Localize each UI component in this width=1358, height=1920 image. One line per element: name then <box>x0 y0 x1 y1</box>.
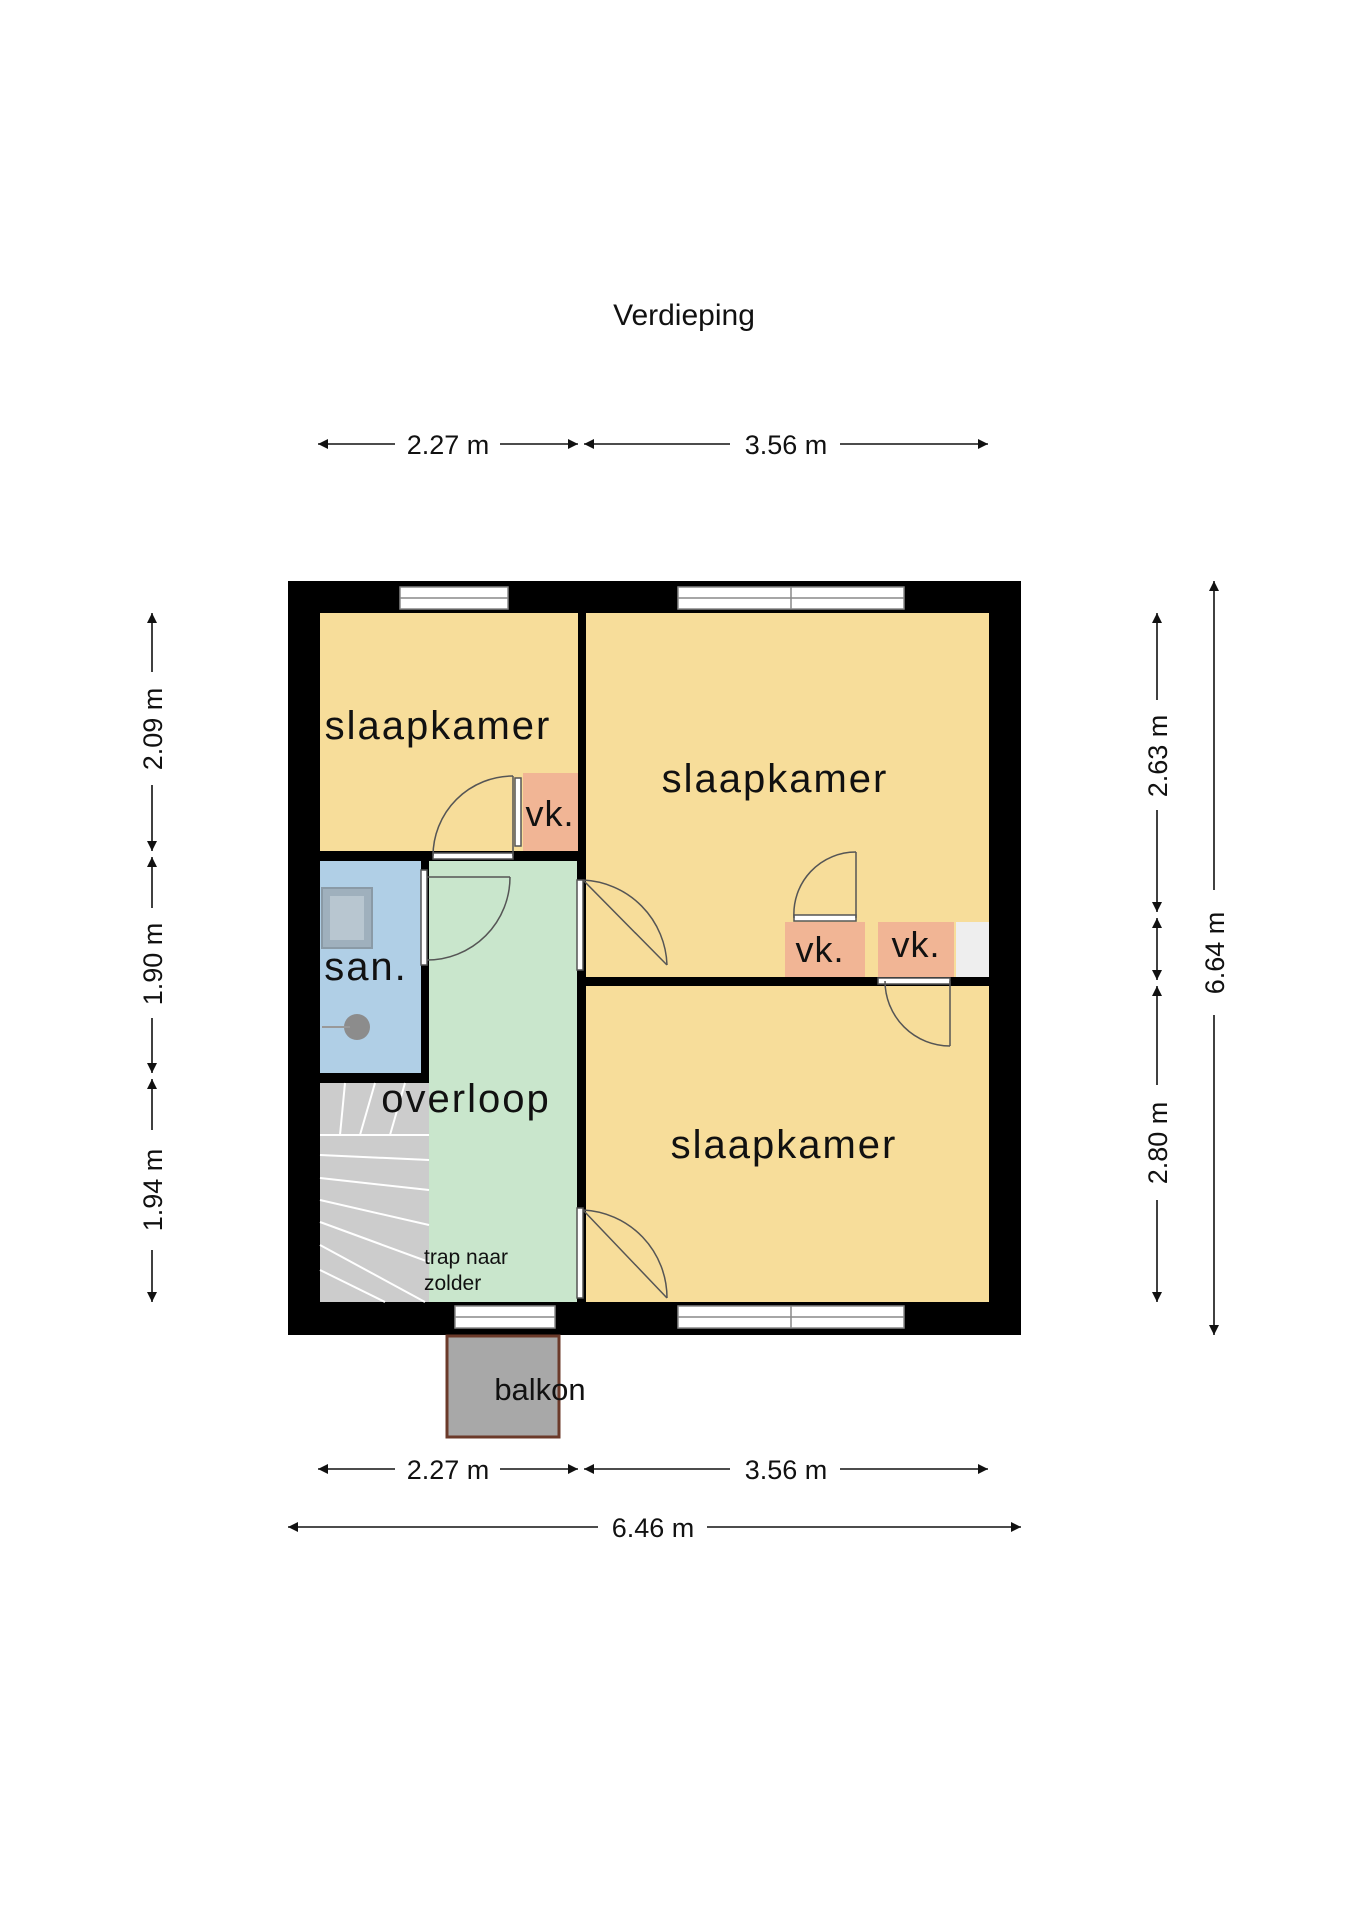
windows <box>399 586 905 1329</box>
dim-top-left: 2.27 m <box>407 430 490 460</box>
label-landing: overloop <box>381 1077 550 1121</box>
sink-basin-icon <box>330 896 364 940</box>
doors <box>420 775 951 1299</box>
label-balcony: balkon <box>494 1372 585 1407</box>
dim-left-middle: 1.90 m <box>138 923 168 1006</box>
plan-title: Verdieping <box>613 299 755 332</box>
room-stairs <box>320 1083 429 1302</box>
label-closet-right: vk. <box>891 924 940 965</box>
label-closet-top: vk. <box>525 793 574 834</box>
room-closet-white <box>956 922 989 977</box>
dimension-lines <box>147 439 1219 1532</box>
label-bedroom-top-left: slaapkamer <box>325 704 552 748</box>
stair-treads <box>319 1082 430 1303</box>
room-landing <box>429 861 577 1302</box>
dim-total-height: 6.64 m <box>1200 912 1230 995</box>
dim-top-right: 3.56 m <box>745 430 828 460</box>
dim-right-top: 2.63 m <box>1143 715 1173 798</box>
drain-icon <box>344 1014 370 1040</box>
dim-right-bottom: 2.80 m <box>1143 1102 1173 1185</box>
dim-total-width: 6.46 m <box>612 1513 695 1543</box>
label-stairs-line2: zolder <box>424 1272 481 1295</box>
room-closet-top <box>523 773 578 851</box>
label-bedroom-top-right: slaapkamer <box>662 757 889 801</box>
label-bedroom-bottom-right: slaapkamer <box>671 1123 898 1167</box>
dim-left-top: 2.09 m <box>138 688 168 771</box>
label-closet-middle: vk. <box>795 929 844 970</box>
room-closet-middle <box>785 922 865 977</box>
label-stairs-line1: trap naar <box>424 1246 508 1269</box>
room-balcony <box>445 1334 561 1439</box>
dim-bottom-right: 3.56 m <box>745 1455 828 1485</box>
dim-left-bottom: 1.94 m <box>138 1149 168 1232</box>
room-bedroom-top-right <box>586 613 989 977</box>
dim-bottom-left: 2.27 m <box>407 1455 490 1485</box>
label-sanitary: san. <box>324 945 408 989</box>
room-closet-right <box>878 922 954 977</box>
